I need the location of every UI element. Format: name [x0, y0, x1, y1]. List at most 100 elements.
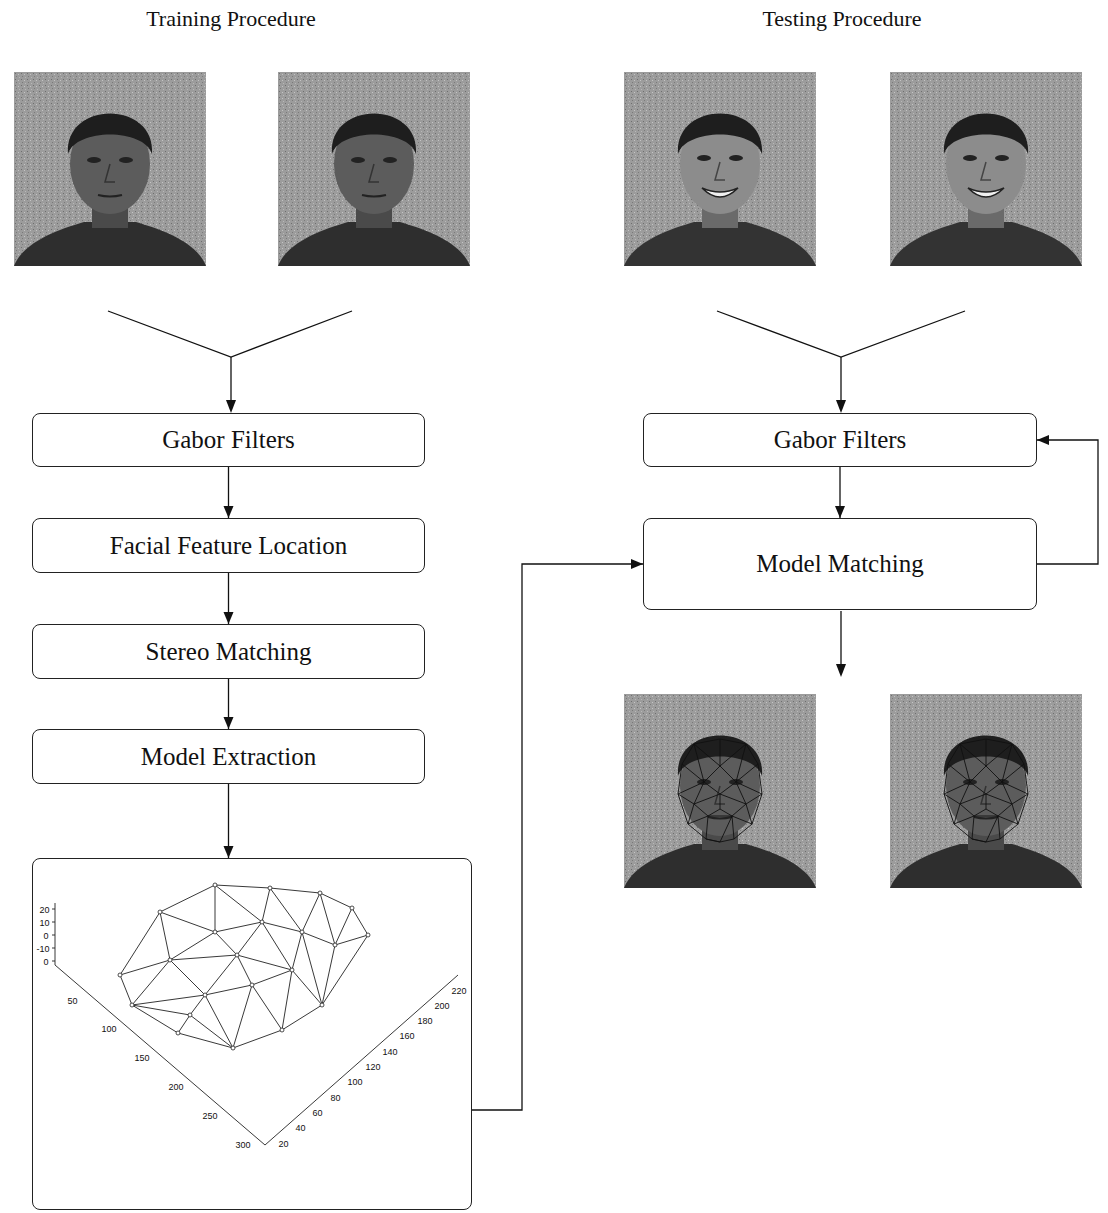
- drawing-part: [717, 311, 965, 357]
- box-label: Model Matching: [756, 550, 923, 578]
- drawing-part: [188, 1013, 192, 1017]
- axis-tick-label: 250: [203, 1111, 218, 1121]
- drawing-part: [268, 886, 272, 890]
- axis-tick-label: 40: [296, 1123, 306, 1133]
- mesh-vertices: [118, 883, 370, 1050]
- arrow-head: [631, 559, 643, 569]
- drawing-part: [890, 694, 1082, 888]
- box-label: Gabor Filters: [774, 426, 907, 454]
- arrow-head: [224, 612, 234, 624]
- face-photos: [14, 72, 1082, 888]
- drawing-part: [231, 1046, 235, 1050]
- drawing-part: [265, 975, 458, 1145]
- drawing-part: [130, 1003, 134, 1007]
- arrow-head: [224, 717, 234, 729]
- process-box: Model Extraction: [32, 729, 425, 784]
- axis-tick-label: 60: [313, 1108, 323, 1118]
- drawing-part: [624, 72, 816, 266]
- process-box: Gabor Filters: [32, 413, 425, 467]
- axis-tick-label: 150: [135, 1053, 150, 1063]
- plot-axes: [52, 903, 458, 1145]
- drawing-part: [290, 968, 294, 972]
- drawing-part: [840, 357, 841, 402]
- axis-tick-label: 200: [435, 1001, 450, 1011]
- column-heading: Training Procedure: [146, 6, 316, 32]
- axis-tick-label: 140: [383, 1047, 398, 1057]
- drawing-part: [108, 311, 352, 357]
- process-box: Stereo Matching: [32, 624, 425, 679]
- axis-tick-label: 20: [40, 905, 50, 915]
- drawing-part: [230, 357, 231, 402]
- drawing-part: [170, 922, 335, 995]
- drawing-part: [14, 72, 206, 266]
- process-box: Facial Feature Location: [32, 518, 425, 573]
- drawing-part: [55, 965, 265, 1145]
- axis-tick-label: 200: [169, 1082, 184, 1092]
- box-label: Stereo Matching: [146, 638, 312, 666]
- flow-arrow: [1037, 440, 1098, 564]
- axis-tick-label: 80: [331, 1093, 341, 1103]
- drawing-part: [168, 958, 172, 962]
- drawing-part: [366, 933, 370, 937]
- drawing-part: [278, 72, 470, 266]
- drawing-part: [280, 1028, 284, 1032]
- drawing-part: [55, 903, 56, 965]
- wireframe-mesh: [120, 885, 368, 1048]
- arrow-head: [224, 506, 234, 518]
- box-label: Facial Feature Location: [110, 532, 347, 560]
- axis-tick-label: 0: [44, 931, 49, 941]
- arrow-head: [835, 506, 845, 518]
- axis-tick-label: -10: [37, 944, 50, 954]
- drawing-part: [890, 72, 1082, 266]
- column-heading: Testing Procedure: [762, 6, 921, 32]
- drawing-part: [250, 983, 254, 987]
- arrow-head: [1037, 435, 1049, 445]
- drawing-part: [213, 883, 217, 887]
- box-label: Model Extraction: [141, 743, 317, 771]
- axis-tick-label: 180: [418, 1016, 433, 1026]
- axis-tick-label: 300: [236, 1140, 251, 1150]
- drawing-part: [840, 611, 841, 665]
- drawing-part: [203, 993, 207, 997]
- input-arrows: [108, 311, 965, 665]
- drawing-part: [120, 885, 352, 975]
- drawing-part: [678, 739, 762, 842]
- drawing-part: [120, 885, 368, 1048]
- drawing-part: [350, 906, 354, 910]
- box-label: Gabor Filters: [162, 426, 295, 454]
- drawing-part: [320, 1003, 324, 1007]
- drawing-part: [333, 943, 337, 947]
- drawing-part: [836, 664, 846, 677]
- flow-arrow: [472, 564, 643, 1110]
- process-box: Model Matching: [643, 518, 1037, 610]
- drawing-part: [318, 891, 322, 895]
- drawing-part: [235, 953, 239, 957]
- axis-tick-label: 10: [40, 918, 50, 928]
- axis-tick-label: 50: [68, 996, 78, 1006]
- axis-tick-label: 100: [348, 1077, 363, 1087]
- drawing-part: [260, 920, 264, 924]
- axis-tick-label: 100: [102, 1024, 117, 1034]
- drawing-part: [213, 930, 217, 934]
- drawing-part: [624, 694, 816, 888]
- axis-tick-label: 220: [452, 986, 467, 996]
- axis-tick-label: 20: [279, 1139, 289, 1149]
- axis-tick-label: 120: [366, 1062, 381, 1072]
- drawing-part: [118, 973, 122, 977]
- drawing-part: [237, 922, 368, 1030]
- arrow-head: [224, 846, 234, 858]
- axis-tick-label: 160: [400, 1031, 415, 1041]
- drawing-part: [944, 739, 1028, 842]
- drawing-part: [300, 930, 304, 934]
- drawing-part: [158, 910, 162, 914]
- drawing-part: [132, 960, 252, 1048]
- drawing-part: [52, 909, 55, 961]
- drawing-part: [176, 1031, 180, 1035]
- process-box: Gabor Filters: [643, 413, 1037, 467]
- plot-box: 20100-1005010015020025030020406080100120…: [32, 858, 472, 1210]
- drawing-part: [226, 400, 236, 413]
